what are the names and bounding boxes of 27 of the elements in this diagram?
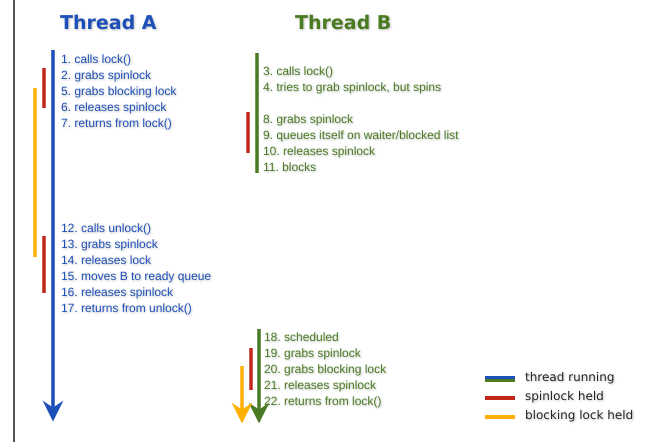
step-text: 11. blocks <box>263 160 316 175</box>
step-text: 8. grabs spinlock <box>263 112 354 127</box>
step-text: 5. grabs blocking lock <box>61 84 176 99</box>
step-text: 3. calls lock() <box>263 64 334 79</box>
step-text: 17. returns from unlock() <box>61 301 192 316</box>
thread-heading: Thread B <box>295 12 392 34</box>
step-text: 21. releases spinlock <box>264 378 376 393</box>
step-text: 7. returns from lock() <box>61 116 172 131</box>
step-text: 18. scheduled <box>264 330 339 345</box>
step-text: 16. releases spinlock <box>61 285 174 300</box>
step-text: 19. grabs spinlock <box>264 346 361 361</box>
legend-text: thread running <box>525 370 614 385</box>
step-text: 12. calls unlock() <box>61 221 152 236</box>
step-text: 15. moves B to ready queue <box>61 269 212 284</box>
step-text: 9. queues itself on waiter/blocked list <box>263 128 458 143</box>
step-text: 4. tries to grab spinlock, but spins <box>263 80 442 95</box>
thread-heading: Thread A <box>60 12 156 34</box>
step-text: 13. grabs spinlock <box>61 237 158 252</box>
step-text: 22. returns from lock() <box>264 394 382 409</box>
legend-text: blocking lock held <box>525 408 634 423</box>
legend-text: spinlock held <box>525 389 604 404</box>
step-text: 1. calls lock() <box>61 52 132 67</box>
step-text: 2. grabs spinlock <box>61 68 152 83</box>
step-text: 14. releases lock <box>61 253 152 268</box>
step-text: 10. releases spinlock <box>263 144 376 159</box>
step-text: 20. grabs blocking lock <box>264 362 386 377</box>
step-text: 6. releases spinlock <box>61 100 166 115</box>
